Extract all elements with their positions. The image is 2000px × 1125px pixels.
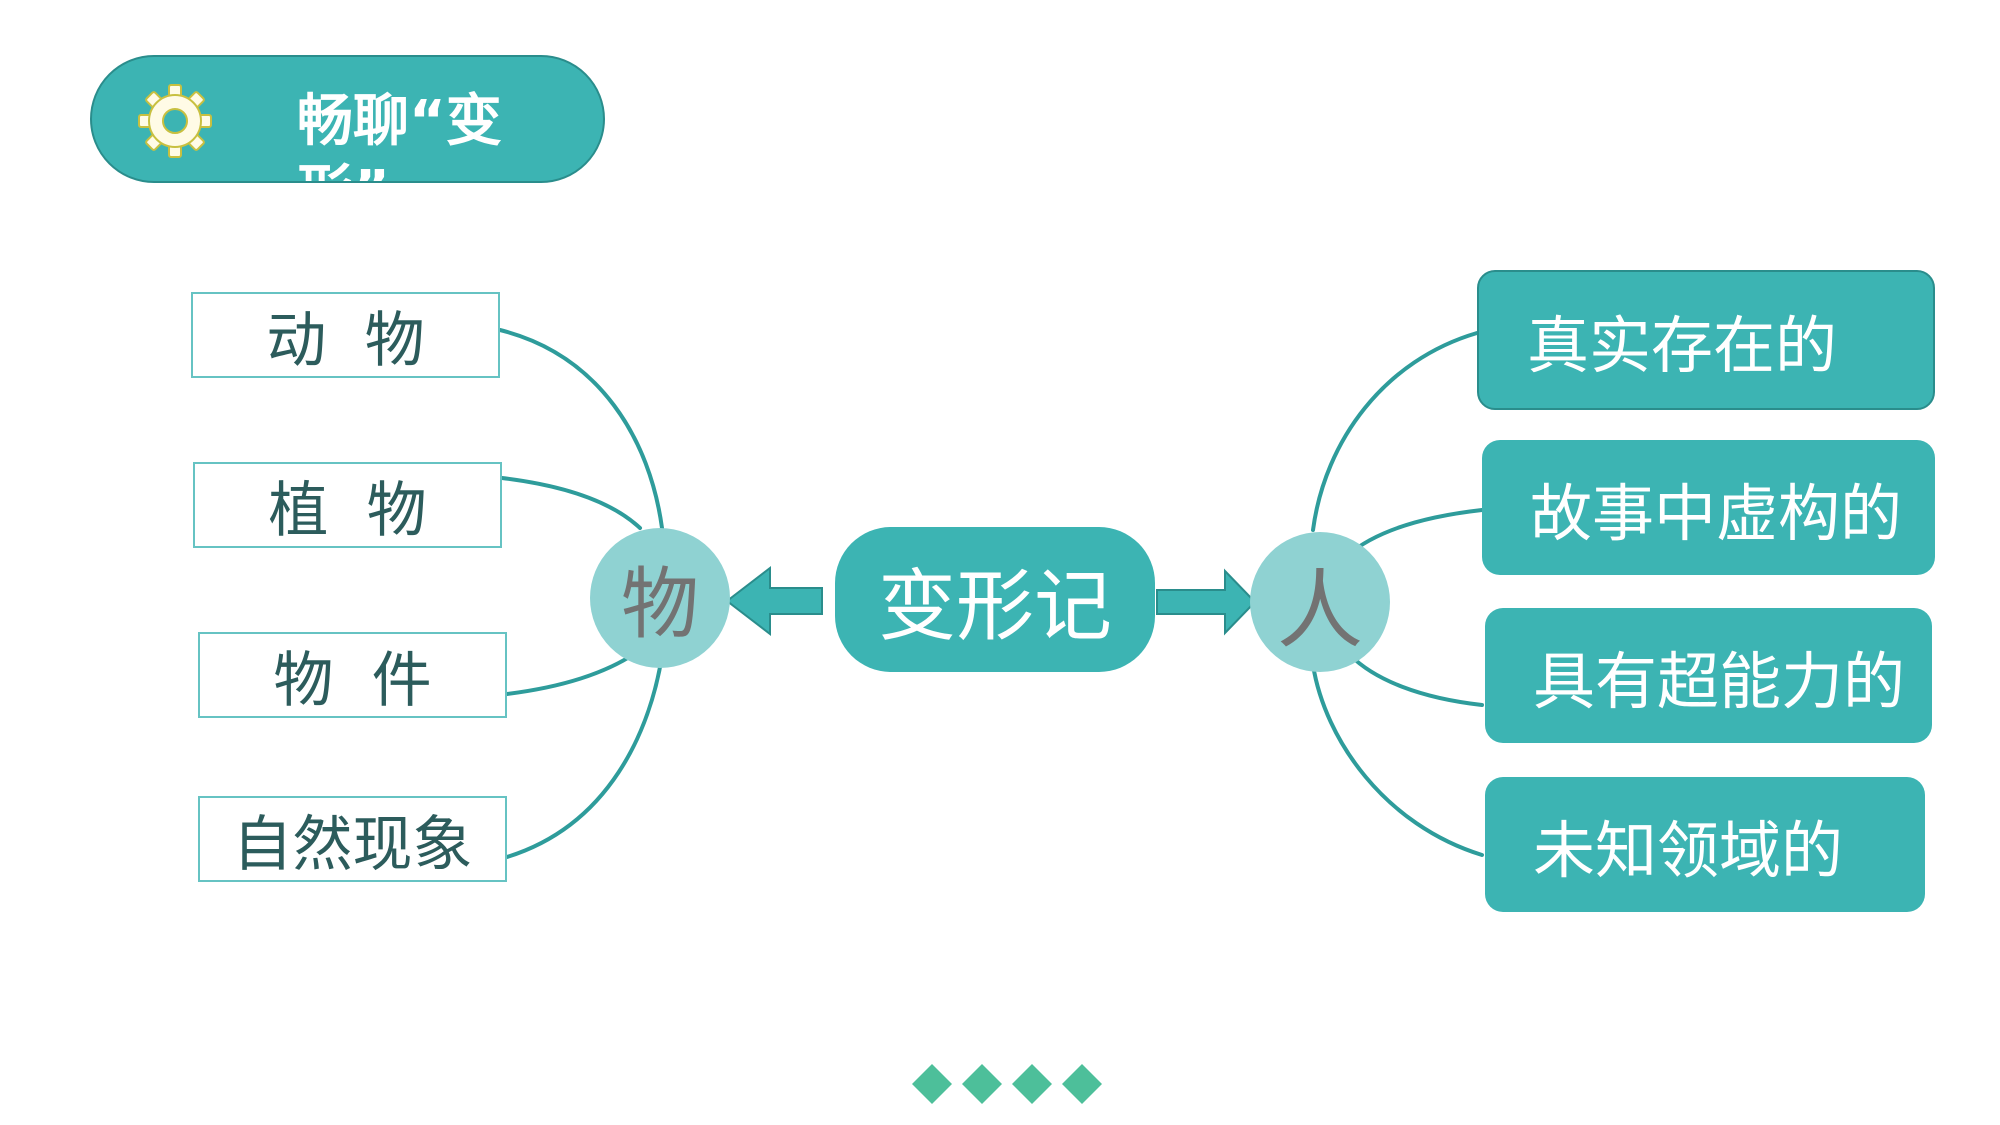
center-topic: 变形记	[835, 527, 1155, 672]
connector-right-4	[1311, 663, 1484, 857]
title-banner: 畅聊“变形”	[90, 55, 605, 183]
diamond-2	[962, 1064, 1002, 1104]
left-item-nature: 自然现象	[198, 796, 507, 882]
right-item-fictional: 故事中虚构的	[1482, 440, 1935, 575]
diamond-1	[912, 1064, 952, 1104]
right-item-real: 真实存在的	[1477, 270, 1935, 410]
connector-right-3	[1348, 653, 1484, 707]
left-item-label: 自然现象	[232, 809, 473, 880]
arrow-right	[1156, 568, 1257, 636]
connector-left-3	[505, 648, 642, 696]
right-item-superpower: 具有超能力的	[1485, 608, 1932, 743]
connector-right-1	[1311, 331, 1479, 532]
hub-things: 物	[590, 528, 730, 668]
connector-left-4	[505, 654, 664, 859]
connector-left-1	[498, 328, 664, 530]
left-item-label: 植 物	[268, 475, 427, 546]
left-item-label: 物 件	[273, 645, 432, 716]
right-item-label: 真实存在的	[1527, 309, 1838, 382]
right-item-label: 未知领域的	[1533, 813, 1844, 887]
right-item-label: 具有超能力的	[1533, 644, 1906, 718]
right-item-label: 故事中虚构的	[1530, 476, 1903, 550]
diamond-3	[1012, 1064, 1052, 1104]
right-item-unknown: 未知领域的	[1485, 777, 1925, 912]
diamond-4	[1062, 1064, 1102, 1104]
hub-people: 人	[1250, 532, 1390, 672]
left-item-objects: 物 件	[198, 632, 507, 718]
left-item-animals: 动 物	[191, 292, 500, 378]
left-item-plants: 植 物	[193, 462, 502, 548]
gear-icon	[137, 83, 213, 159]
arrow-left	[725, 565, 823, 637]
connector-right-2	[1346, 508, 1484, 557]
left-item-label: 动 物	[266, 305, 425, 376]
page-title: 畅聊“变形”	[297, 89, 502, 181]
connector-left-2	[500, 476, 642, 530]
